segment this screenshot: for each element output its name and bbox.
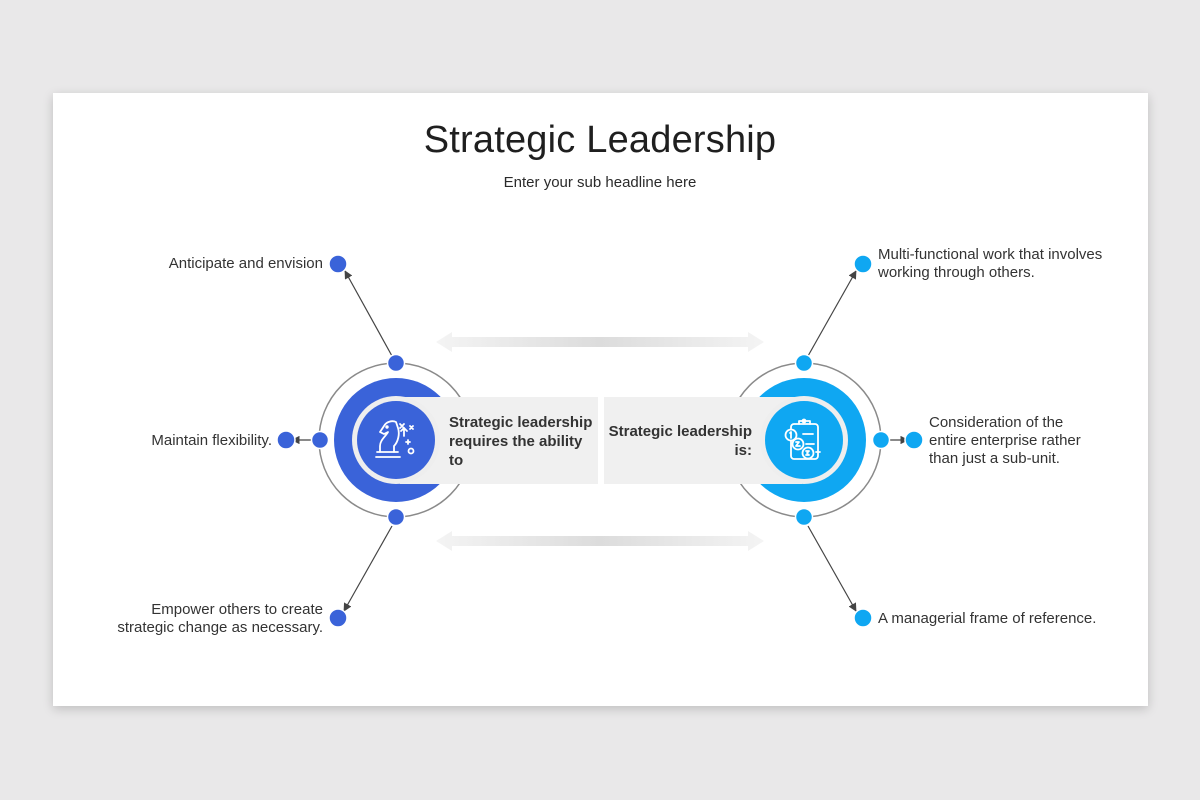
left-item-anticipate: Anticipate and envision — [168, 255, 323, 272]
right-hub-nodes — [794, 353, 891, 527]
connector-line-right-bottom — [807, 525, 857, 612]
connector-line-right-top — [807, 270, 857, 357]
left-hub-label: Strategic leadership requires the abilit… — [449, 414, 593, 469]
clipboard-checklist-icon — [784, 418, 821, 460]
left-item-flexibility: Maintain flexibility. — [151, 432, 272, 449]
right-hub-label: Strategic leadership is: — [608, 423, 752, 459]
left-endpoint-nodes — [276, 254, 348, 628]
left-hub-nodes — [310, 353, 406, 527]
connector-line-left-bottom — [343, 525, 393, 612]
slide-subtitle: Enter your sub headline here — [503, 174, 697, 191]
right-item-multifunctional: Multi-functional work that involves work… — [878, 246, 1103, 281]
left-icon-disc — [352, 396, 440, 484]
right-icon-disc — [760, 396, 848, 484]
slide-canvas — [53, 93, 1148, 706]
chess-knight-strategy-icon — [375, 420, 415, 458]
left-item-empower: Empower others to create strategic chang… — [117, 601, 323, 636]
top-double-arrow — [436, 332, 764, 352]
right-item-enterprise: Consideration of the entire enterprise r… — [929, 414, 1081, 467]
bottom-double-arrow — [436, 531, 764, 551]
right-item-frame: A managerial frame of reference. — [878, 610, 1097, 627]
slide-title: Strategic Leadership — [423, 119, 777, 161]
right-endpoint-nodes — [853, 254, 924, 628]
connector-line-left-top — [344, 270, 393, 357]
